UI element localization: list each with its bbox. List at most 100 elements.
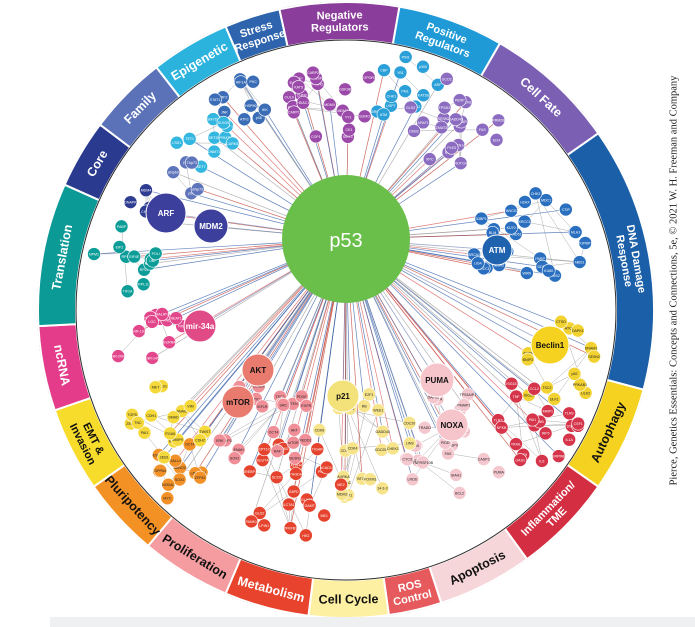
gene-node-label: HAUSP <box>310 77 323 81</box>
gene-node <box>402 416 417 430</box>
gene-node-label: SREBP1 <box>243 470 257 474</box>
cluster-epigenetic: SET7SMYD2SETD8LSD1PRMT5CARM1EHMT1DNMT1TE… <box>169 112 240 174</box>
gene-node <box>182 132 197 146</box>
gene-node-label: PRKAB1 <box>573 383 587 387</box>
gene-node <box>474 211 489 226</box>
gene-node <box>476 452 491 466</box>
gene-node-label: SCO2 <box>442 77 452 81</box>
gene-node <box>376 107 391 122</box>
gene-node-label: MMP1 <box>543 409 553 413</box>
gene-node <box>362 70 376 85</box>
gene-node <box>252 506 267 520</box>
gene-node <box>571 416 585 431</box>
gene-node-label: KAT5 <box>294 85 303 89</box>
hub-node-circle <box>326 379 360 413</box>
gene-node <box>299 528 313 543</box>
copyright-credit: Pierce, Genetics Essentials: Concepts an… <box>662 0 686 560</box>
gene-node <box>296 95 310 110</box>
gene-node <box>282 497 296 512</box>
gene-node <box>258 102 272 117</box>
gene-node-label: IL6 <box>539 459 544 463</box>
gene-node <box>384 89 399 103</box>
gene-node <box>155 307 170 321</box>
hub-node-label: p21 <box>336 392 350 401</box>
gene-node <box>547 392 562 406</box>
gene-node <box>302 498 317 513</box>
gene-node <box>567 367 582 381</box>
gene-node-label: DDB2 <box>409 129 419 133</box>
gene-node-label: BRCA2 <box>468 253 480 257</box>
gene-node-label: CDH1 <box>146 414 156 418</box>
gene-node <box>520 266 534 280</box>
gene-node-label: FOXM1 <box>364 478 376 482</box>
gene-node <box>491 113 506 128</box>
gene-node-label: NOTCH <box>454 162 467 166</box>
gene-node-label: ME1 <box>321 514 328 518</box>
gene-node-label: CCND1 <box>252 385 264 389</box>
gene-node <box>172 472 187 487</box>
hub-nodes: ARFMDM2ATMmir-34aAKTmTORp21PUMANOXABecli… <box>145 192 570 442</box>
gene-node <box>289 467 303 481</box>
gene-node-label: HDAC1 <box>297 101 309 105</box>
cluster-edge <box>545 199 575 233</box>
gene-node-label: ULK2 <box>581 391 590 395</box>
gene-node <box>338 82 352 97</box>
center-label: p53 <box>329 230 362 252</box>
cluster-edge <box>219 404 282 441</box>
gene-node <box>551 449 566 463</box>
gene-node-label: CTIP <box>562 208 571 212</box>
gene-node-label: MDM2 <box>337 109 348 113</box>
hub-node-circle <box>241 353 275 387</box>
gene-node-label: MSH2 <box>494 263 504 267</box>
gene-node-label: LPIN1 <box>259 524 269 528</box>
gene-node-label: IFNB <box>536 420 545 424</box>
gene-node <box>193 470 207 485</box>
gene-node-label: CYCS <box>402 458 413 462</box>
cluster-edge <box>347 410 379 496</box>
hub-node-label: Beclin1 <box>536 341 565 350</box>
cluster-edge <box>238 404 282 450</box>
gene-node-label: REDD1 <box>299 438 311 442</box>
gene-node-label: ALDH4 <box>290 464 302 468</box>
gene-node <box>377 63 391 77</box>
gene-node <box>521 352 535 367</box>
gene-node-label: SRC <box>280 403 288 407</box>
gene-node <box>185 155 199 170</box>
gene-node <box>375 481 390 496</box>
gene-node <box>363 472 378 487</box>
gene-node-label: PKC <box>249 80 257 84</box>
gene-node <box>470 256 485 271</box>
gene-node-label: LIG4 <box>474 262 482 266</box>
gene-node <box>183 399 198 413</box>
gene-node-label: POLI <box>152 252 160 256</box>
gene-node-label: DAPK1 <box>572 329 584 333</box>
gene-node-label: SUV39 <box>218 121 229 125</box>
gene-node-label: PAI1 <box>529 418 537 422</box>
hub-node-circle <box>145 192 187 234</box>
gene-node-label: p62 <box>571 372 577 376</box>
gene-node-label: TOPORS <box>361 76 377 80</box>
cluster-ncrna: miR-34amiR-34bmiR-145miR-200cmiR-192miR-… <box>110 307 189 365</box>
gene-node <box>439 72 454 86</box>
gene-node-label: LIN9 <box>406 442 414 446</box>
gene-node-label: DAPK2 <box>428 396 440 400</box>
hub-node: ATM <box>481 234 513 266</box>
gene-node-label: CK1 <box>346 128 353 132</box>
gene-node <box>213 433 227 448</box>
gene-node <box>416 115 430 130</box>
gene-node-label: GLUT4 <box>257 458 269 462</box>
cluster-edge <box>535 193 556 276</box>
category-segment: StressResponse <box>224 8 289 63</box>
gene-node-label: PABP <box>117 225 127 229</box>
credit-text: Pierce, Genetics Essentials: Concepts an… <box>668 75 680 485</box>
gene-node <box>237 112 252 127</box>
gene-node <box>317 508 331 523</box>
gene-node-label: TRAIL <box>511 442 521 446</box>
gene-node-label: SESN2 <box>438 117 450 121</box>
gene-node <box>148 246 163 261</box>
gene-node-label: IRF5 <box>542 432 550 436</box>
gene-node-label: KU80 <box>544 269 553 273</box>
gene-node <box>87 247 101 261</box>
gene-node <box>111 349 125 363</box>
gene-node-label: NEAT1 <box>170 316 181 320</box>
